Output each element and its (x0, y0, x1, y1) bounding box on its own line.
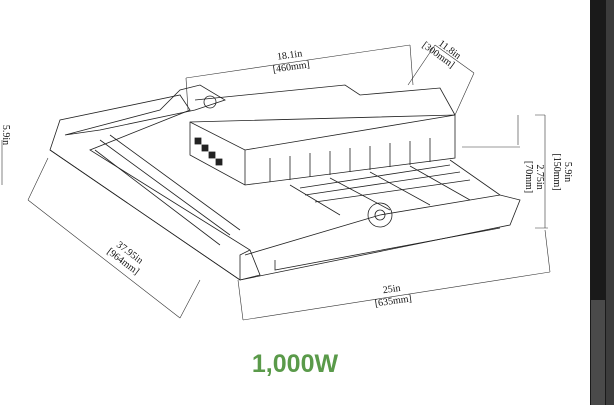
dim-height-driver: 2.75in [70mm] (523, 161, 545, 193)
dim-length-top-in: 18.1in (276, 48, 303, 62)
wattage-caption: 1,000W (251, 350, 339, 378)
dim-height-total-in: 5.9in (562, 162, 573, 182)
led-modules (289, 159, 501, 216)
dim-height-driver-mm: [70mm] (523, 161, 534, 193)
dim-length-top-mm: [460mm] (272, 59, 310, 75)
dim-height-total-mm: [150mm] (551, 153, 562, 190)
dim-width-bottom-mm: [635mm] (374, 293, 412, 309)
fixture-dimension-drawing: 18.1in [460mm] 11.8in [300mm] 5.9in [150… (0, 38, 573, 321)
fixture-outline (49, 84, 521, 281)
driver-fins (269, 138, 431, 182)
connectors (194, 137, 223, 166)
dim-depth: 37.95in [964mm] (105, 239, 145, 277)
window-edge (606, 0, 614, 405)
dim-width-top: 11.8in [300mm] (420, 38, 463, 71)
scrollbar-thumb[interactable] (591, 300, 605, 405)
dim-length-top: 18.1in [460mm] (272, 48, 310, 75)
dimension-lines (1, 44, 551, 321)
dim-height-total: 5.9in [150mm] (551, 153, 573, 190)
dim-left-cut-in: 5.9in (0, 125, 11, 145)
dim-width-bottom: 25in [635mm] (374, 283, 412, 310)
dim-height-driver-in: 2.75in (534, 164, 545, 189)
dim-left-cut: 5.9in (0, 125, 11, 145)
dim-width-bottom-in: 25in (382, 283, 401, 296)
